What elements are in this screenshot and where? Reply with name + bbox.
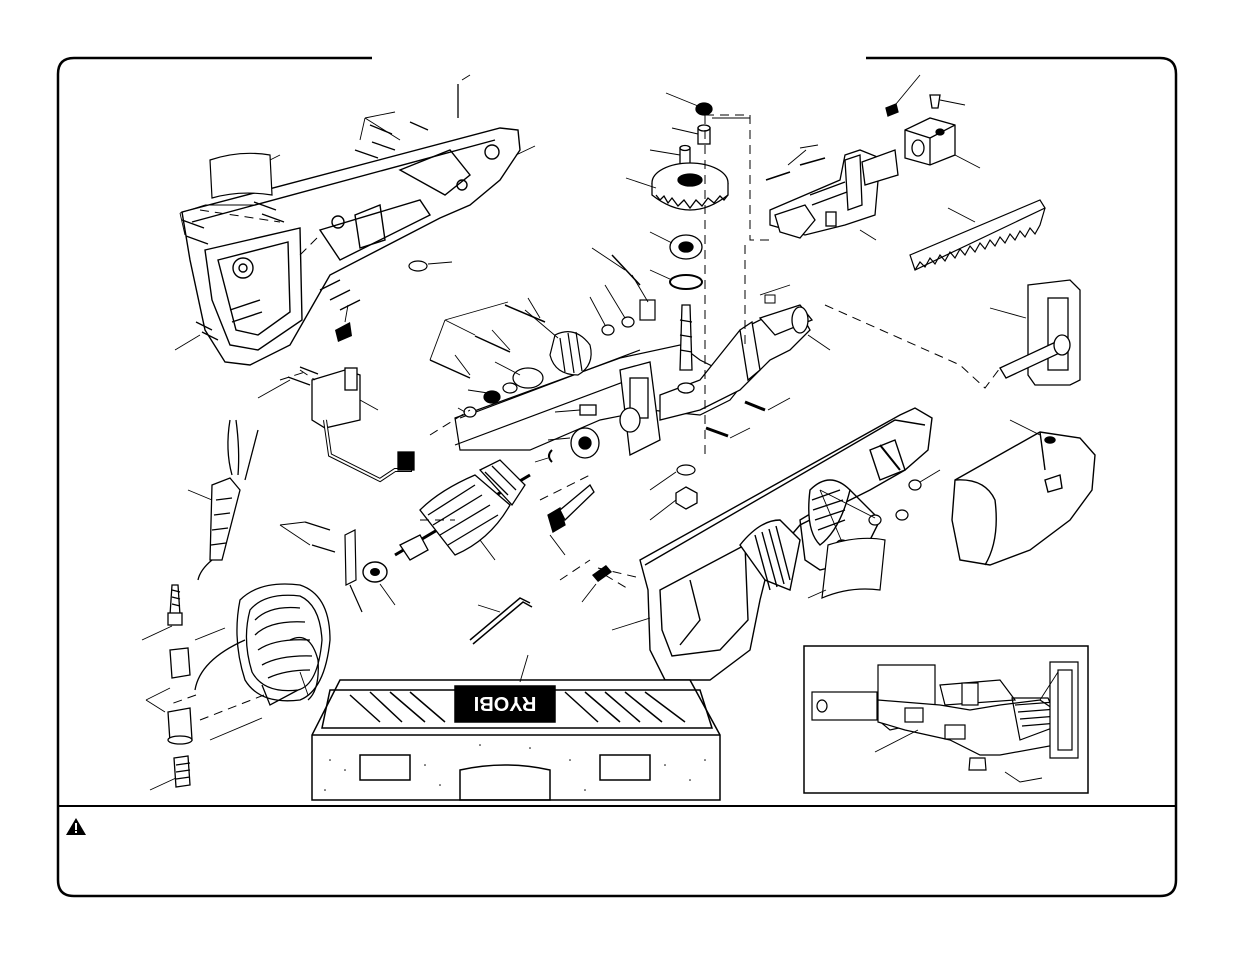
leader-lines-housing [174, 74, 536, 351]
shoe [999, 279, 1081, 386]
main-handle-housing [639, 407, 933, 681]
diagram-border [56, 56, 1178, 898]
leader-lines-jackshaft [429, 247, 649, 413]
front-bearing [548, 404, 600, 463]
label-plate [209, 152, 273, 199]
warning-icon [66, 818, 86, 835]
saw-blade [909, 199, 1046, 271]
handle-label [821, 537, 886, 599]
field-coil [194, 583, 331, 706]
main-gear-stack [651, 102, 729, 394]
front-boot [951, 431, 1096, 566]
assembly-dashed-lines [167, 114, 1001, 721]
plunger-assembly [765, 149, 899, 239]
spring-pin [592, 565, 612, 582]
armature [394, 459, 531, 561]
housing-screws [181, 84, 459, 341]
gear-case [619, 304, 814, 456]
switch-assembly [287, 366, 415, 483]
left-housing-half [181, 127, 521, 366]
inset-detail [803, 645, 1089, 794]
brush-terminal [304, 521, 363, 613]
nut-housing [335, 322, 352, 342]
jackshaft-parts [429, 299, 656, 418]
washer-housing [408, 260, 428, 272]
case-texture [324, 744, 706, 791]
brush-parts [167, 584, 193, 788]
carrying-case [311, 679, 721, 801]
blade-clamp [885, 94, 956, 166]
cam-bolt [547, 484, 595, 533]
leader-lines-gear [625, 92, 750, 281]
leader-lines-brush [141, 625, 263, 791]
power-cord [197, 419, 259, 581]
case-logo: RYOBI [474, 692, 537, 714]
hex-key [469, 597, 533, 645]
leader-lines-plunger [787, 74, 981, 241]
roll-pins [705, 400, 766, 438]
